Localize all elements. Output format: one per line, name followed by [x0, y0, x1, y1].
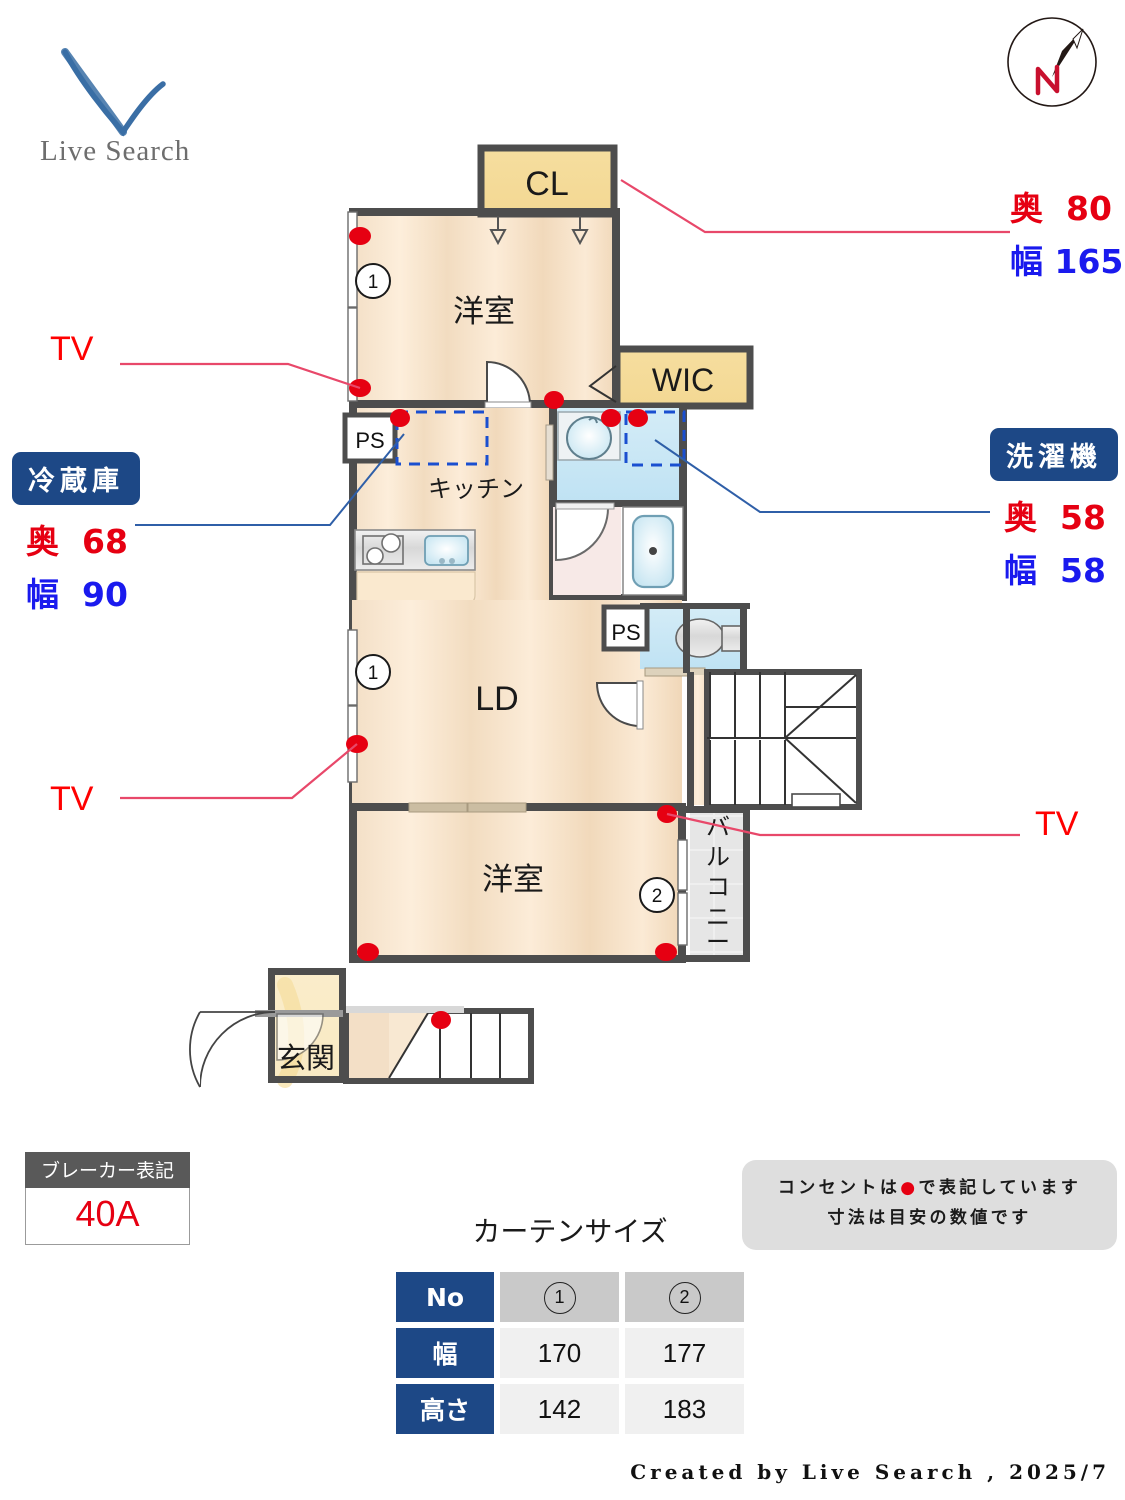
- refrigerator-badge: 冷蔵庫: [12, 452, 140, 505]
- closet-depth-label: 奥: [1010, 189, 1043, 228]
- leader-lines-red: [120, 179, 1020, 837]
- brand-logo: Live Search: [35, 40, 265, 170]
- outlet-symbol-icon: ●: [900, 1178, 919, 1198]
- closet-dimensions: 奥 80 幅 165: [1010, 182, 1123, 283]
- room-label-ps-toilet: PS: [611, 620, 640, 645]
- footer-credit: Created by Live Search , 2025/7: [630, 1460, 1110, 1484]
- note-line-1: コンセントは●で表記しています: [777, 1178, 1082, 1198]
- floor-plan-drawing: CL 1 洋室 WIC PS キッチン: [120, 144, 1020, 1088]
- table-row-height: 高さ 142 183: [396, 1384, 744, 1434]
- svg-text:2: 2: [652, 886, 663, 907]
- room-label-wic: WIC: [652, 362, 714, 398]
- refrigerator-width-value: 90: [81, 575, 128, 614]
- checkmark-v-icon: [61, 48, 166, 137]
- leader-lines-blue: [135, 433, 990, 526]
- room-label-ld: LD: [475, 680, 518, 718]
- refrigerator-annotation: 冷蔵庫 奥 68 幅 90: [12, 452, 202, 616]
- washer-annotation: 洗濯機 奥 58 幅 58: [990, 428, 1125, 592]
- compass-north-icon: [1005, 15, 1100, 110]
- table-row-width: 幅 170 177: [396, 1328, 744, 1378]
- table-row-header: No 1 2: [396, 1272, 744, 1322]
- room-label-ps-kitchen: PS: [355, 428, 384, 453]
- svg-text:1: 1: [368, 272, 379, 293]
- refrigerator-depth-label: 奥: [26, 522, 59, 561]
- curtain-title: カーテンサイズ: [472, 1215, 668, 1248]
- breaker-value: 40A: [25, 1188, 190, 1245]
- svg-text:1: 1: [368, 663, 379, 684]
- curtain-col-2: 2: [625, 1272, 744, 1322]
- washer-depth-value: 58: [1059, 498, 1106, 537]
- washer-width-label: 幅: [1004, 551, 1037, 590]
- room-label-cl: CL: [525, 165, 568, 203]
- room-label-kitchen: キッチン: [428, 475, 524, 503]
- tv-label-right: TV: [1035, 805, 1079, 843]
- curtain-width-2: 177: [625, 1328, 744, 1378]
- curtain-size-table: カーテンサイズ No 1 2 幅 170 177 高さ 142 183: [390, 1210, 750, 1440]
- curtain-height-2: 183: [625, 1384, 744, 1434]
- legend-note: コンセントは●で表記しています 寸法は目安の数値です: [742, 1160, 1117, 1250]
- note-line-2: 寸法は目安の数値です: [827, 1207, 1032, 1228]
- refrigerator-width-label: 幅: [26, 575, 59, 614]
- closet-width-label: 幅: [1010, 242, 1043, 281]
- curtain-row-header-width: 幅: [396, 1328, 494, 1378]
- curtain-height-1: 142: [500, 1384, 619, 1434]
- svg-text:コ: コ: [706, 873, 730, 901]
- closet-width-value: 165: [1054, 242, 1124, 281]
- curtain-width-1: 170: [500, 1328, 619, 1378]
- breaker-title: ブレーカー表記: [25, 1152, 190, 1188]
- tv-label-left-top: TV: [50, 330, 94, 368]
- svg-text:ー: ー: [706, 928, 730, 956]
- curtain-row-header-height: 高さ: [396, 1384, 494, 1434]
- tv-label-left-bottom: TV: [50, 780, 94, 818]
- room-label-bedroom-top: 洋室: [453, 294, 515, 330]
- outlet-markers: [346, 227, 677, 1029]
- washer-width-value: 58: [1059, 551, 1106, 590]
- breaker-box: ブレーカー表記 40A: [25, 1152, 190, 1245]
- washer-depth-label: 奥: [1004, 498, 1037, 537]
- svg-text:ニ: ニ: [706, 903, 730, 931]
- room-label-entrance: 玄関: [277, 1041, 335, 1075]
- washer-badge: 洗濯機: [990, 428, 1118, 481]
- closet-depth-value: 80: [1065, 189, 1112, 228]
- curtain-row-header-no: No: [396, 1272, 494, 1322]
- svg-text:ル: ル: [706, 843, 730, 871]
- brand-logo-text: Live Search: [40, 135, 191, 167]
- room-label-bedroom-bottom: 洋室: [482, 862, 544, 898]
- curtain-col-1: 1: [500, 1272, 619, 1322]
- refrigerator-depth-value: 68: [81, 522, 128, 561]
